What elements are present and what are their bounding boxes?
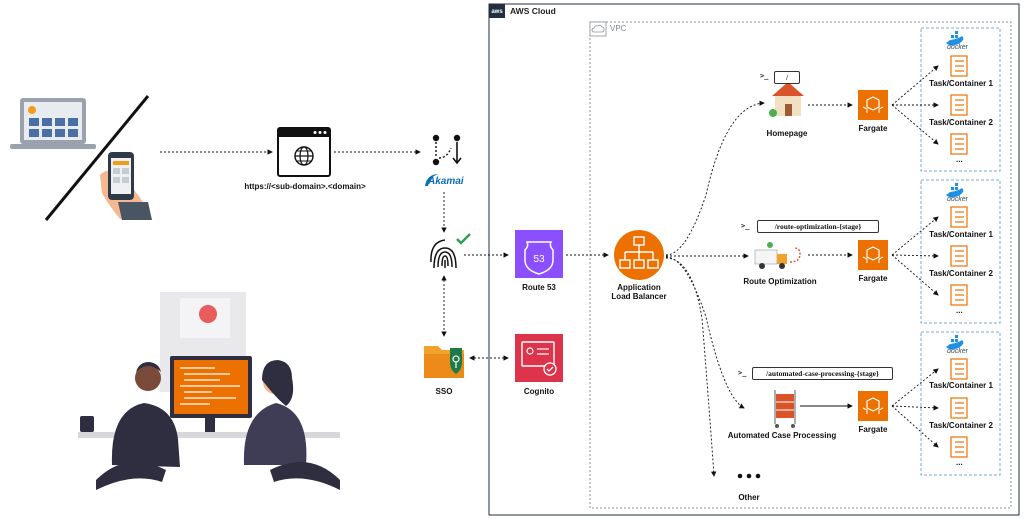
fargate-label-1: Fargate bbox=[858, 124, 888, 133]
route53-label: Route 53 bbox=[522, 283, 556, 292]
vpc-title: VPC bbox=[610, 24, 627, 33]
other-dots-icon bbox=[737, 473, 761, 479]
case-processing-rack-icon bbox=[774, 390, 796, 428]
route-path-case-processing: /automated-case-processing-{stage} bbox=[752, 367, 893, 380]
aws-logo-text: aws bbox=[491, 9, 503, 15]
task-more-2: ... bbox=[956, 306, 963, 315]
fargate-label-3: Fargate bbox=[858, 425, 888, 434]
fingerprint-icon bbox=[430, 239, 457, 269]
route-path-homepage: / bbox=[774, 71, 800, 84]
terminal-prompt-icon: >_ bbox=[738, 369, 747, 377]
developers-illustration bbox=[78, 292, 340, 490]
container-group-3 bbox=[920, 331, 1001, 476]
route53-badge-text: 53 bbox=[533, 254, 545, 265]
delivery-truck-icon bbox=[754, 242, 801, 269]
docker-logo-text-3: docker bbox=[947, 348, 969, 355]
aws-logo-icon: aws bbox=[489, 4, 505, 18]
task-label-2-1: Task/Container 1 bbox=[929, 230, 993, 239]
sso-folder-icon bbox=[424, 346, 464, 378]
akamai-logo-text: Akamai bbox=[428, 176, 464, 187]
aws-cloud-boundary bbox=[488, 3, 1020, 516]
browser-icon bbox=[277, 127, 331, 177]
task-more-3: ... bbox=[956, 458, 963, 467]
task-icon bbox=[950, 55, 968, 458]
task-label-3-1: Task/Container 1 bbox=[929, 381, 993, 390]
load-balancer-icon bbox=[614, 230, 664, 280]
docker-whale-icon-3 bbox=[946, 335, 964, 350]
task-more-1: ... bbox=[956, 155, 963, 164]
container-group-2 bbox=[920, 179, 1001, 324]
alb-label-line1: Application bbox=[617, 283, 661, 292]
alb-label-line2: Load Balancer bbox=[611, 292, 667, 301]
smartphone-icon bbox=[100, 152, 152, 220]
url-label: https://<sub-domain>.<domain> bbox=[244, 182, 366, 191]
fargate-icon-1 bbox=[858, 90, 888, 120]
task-label-2-2: Task/Container 2 bbox=[929, 269, 993, 278]
task-label-3-2: Task/Container 2 bbox=[929, 421, 993, 430]
terminal-prompt-icon: >_ bbox=[760, 72, 769, 80]
docker-logo-text-1: docker bbox=[947, 44, 969, 51]
aws-cloud-title: AWS Cloud bbox=[510, 6, 556, 16]
container-group-1 bbox=[920, 27, 1001, 172]
sso-label: SSO bbox=[435, 387, 453, 396]
route-path-route-optimization: /route-optimization-{stage} bbox=[757, 220, 879, 233]
docker-whale-icon-2 bbox=[946, 183, 964, 198]
check-icon bbox=[456, 233, 471, 245]
fargate-icon-3 bbox=[858, 391, 888, 421]
edge-fargate2-task1 bbox=[891, 216, 939, 256]
route-label-case-processing: Automated Case Processing bbox=[727, 431, 837, 440]
fargate-icon-2 bbox=[858, 240, 888, 270]
laptop-icon bbox=[10, 98, 96, 149]
edge-fargate2-task2 bbox=[891, 253, 939, 259]
cognito-label: Cognito bbox=[523, 387, 555, 396]
divider-slash bbox=[44, 95, 150, 221]
fargate-label-2: Fargate bbox=[858, 274, 888, 283]
route53-icon: 53 bbox=[515, 230, 563, 278]
docker-whale-icon-1 bbox=[946, 31, 964, 46]
edge-alb-casepro bbox=[665, 256, 745, 409]
cognito-icon bbox=[515, 334, 563, 382]
vpc-icon bbox=[589, 21, 607, 37]
route-label-homepage: Homepage bbox=[766, 129, 808, 138]
connectors bbox=[160, 65, 939, 477]
akamai-routing-icon bbox=[432, 134, 462, 166]
vpc-boundary bbox=[589, 21, 1012, 509]
task-label-1-2: Task/Container 2 bbox=[929, 118, 993, 127]
edge-fargate3-task2 bbox=[891, 405, 939, 411]
route-label-other: Other bbox=[738, 493, 760, 502]
docker-logo-text-2: docker bbox=[947, 196, 969, 203]
edge-fargate3-task1 bbox=[891, 368, 939, 407]
house-icon bbox=[769, 82, 804, 117]
edge-alb-homepage bbox=[665, 100, 765, 256]
route-label-route-optimization: Route Optimization bbox=[743, 277, 817, 286]
task-label-1-1: Task/Container 1 bbox=[929, 79, 993, 88]
terminal-prompt-icon: >_ bbox=[741, 222, 750, 230]
akamai-logo-swoosh bbox=[425, 174, 439, 186]
